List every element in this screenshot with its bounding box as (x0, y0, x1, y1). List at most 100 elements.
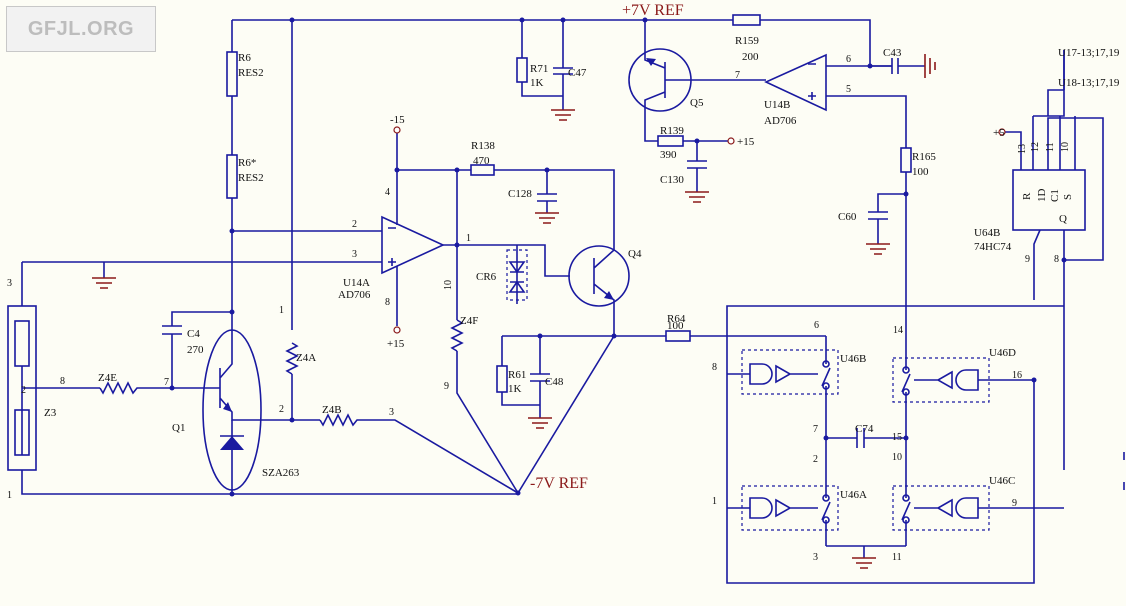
watermark-logo: GFJL.ORG (6, 6, 156, 52)
pos5-label: +5 (993, 127, 1005, 139)
r138-ref: R138 (471, 140, 495, 152)
ground-u46 (852, 557, 876, 569)
resistor-r139 (657, 135, 684, 147)
r139-ref: R139 (660, 125, 684, 137)
ff-pin10: 10 (1060, 142, 1071, 152)
capacitor-c74 (856, 428, 865, 448)
pos15-a-label: +15 (387, 338, 405, 350)
z3-pin2: 2 (21, 385, 26, 396)
u14a-pin10: 10 (443, 280, 454, 290)
resistor-r6-star (226, 154, 238, 199)
u14b-pin7: 7 (735, 70, 740, 81)
z3-pin3: 3 (7, 278, 12, 289)
r139-val: 390 (660, 149, 677, 161)
ff-pin-c1: C1 (1049, 189, 1061, 202)
u46-pin16: 16 (1012, 370, 1022, 381)
supply-pin-neg15 (393, 126, 401, 134)
r61-ref: R61 (508, 369, 526, 381)
z4b-pin3: 3 (389, 407, 394, 418)
pos-ref-label: +7V REF (622, 2, 684, 19)
q1-pin7: 7 (164, 377, 169, 388)
u46-pin14: 14 (893, 325, 903, 336)
r159-ref: R159 (735, 35, 759, 47)
ff-pin11: 11 (1045, 142, 1056, 152)
ground-c43 (924, 54, 936, 78)
transistor-q4 (568, 240, 630, 336)
c4-ref: C4 (187, 328, 200, 340)
r6s-ref: R6* (238, 157, 256, 169)
resistor-r159 (732, 14, 761, 26)
switch-u46a (727, 485, 839, 546)
capacitor-c128 (537, 193, 557, 213)
u14a-pin1: 1 (466, 233, 471, 244)
ground-c47 (551, 109, 575, 121)
q5-ref: Q5 (690, 97, 704, 109)
z4a-pin2: 2 (279, 404, 284, 415)
u46-pin2: 2 (813, 454, 818, 465)
ground-c60 (866, 243, 890, 255)
q4-ref: Q4 (628, 248, 642, 260)
ground-c128 (535, 212, 559, 224)
r159-val: 200 (742, 51, 759, 63)
sza263-ref: SZA263 (262, 467, 300, 479)
supply-pin-pos15-a (393, 326, 401, 334)
capacitor-c4 (162, 325, 182, 335)
ground-z3 (92, 277, 116, 289)
resistor-z4a (285, 342, 299, 375)
c130-ref: C130 (660, 174, 684, 186)
u46-pin10: 10 (892, 452, 902, 463)
ff-pin13: 13 (1017, 144, 1028, 154)
capacitor-c60 (868, 211, 888, 220)
u14a-val: AD706 (338, 289, 371, 301)
resistor-z4b (319, 413, 365, 427)
u46-pin6: 6 (814, 320, 819, 331)
u14a-pin8: 8 (385, 297, 390, 308)
supply-pin-pos5 (998, 128, 1006, 136)
u46-pin3: 3 (813, 552, 818, 563)
ff-pin12: 12 (1030, 142, 1041, 152)
r138-val: 470 (473, 155, 490, 167)
c128-ref: C128 (508, 188, 532, 200)
ff-pin9: 9 (1025, 254, 1030, 265)
r71-val: 1K (530, 77, 544, 89)
ff-pin-1d: 1D (1036, 189, 1048, 203)
z4b-ref: Z4B (322, 404, 342, 416)
r165-ref: R165 (912, 151, 936, 163)
u14b-pin6: 6 (846, 54, 851, 65)
z4a-pin1: 1 (279, 305, 284, 316)
z4a-ref: Z4A (296, 352, 316, 364)
u14a-pin2: 2 (352, 219, 357, 230)
zener-sza263 (220, 420, 244, 494)
neg15-label: -15 (390, 114, 405, 126)
opamp-u14b (764, 53, 907, 148)
u14b-val: AD706 (764, 115, 797, 127)
capacitor-c130 (687, 160, 707, 169)
c43-ref: C43 (883, 47, 902, 59)
c4-val: 270 (187, 344, 204, 356)
u46c-ref: U46C (989, 475, 1015, 487)
q1-ref: Q1 (172, 422, 185, 434)
r64-ref: R64 (667, 313, 686, 325)
switch-u46c (892, 485, 1064, 546)
u14a-ref: U14A (343, 277, 370, 289)
resistor-z4e (99, 381, 140, 395)
resistor-r71 (516, 57, 528, 83)
opamp-u14a (22, 133, 615, 326)
z3-ref: Z3 (44, 407, 57, 419)
resistor-r138 (470, 164, 495, 176)
ground-c48 (528, 417, 552, 429)
capacitor-c47 (553, 67, 573, 75)
ff-pin-r: R (1021, 192, 1033, 200)
u46d-ref: U46D (989, 347, 1016, 359)
r6-val: RES2 (238, 67, 264, 79)
capacitor-c43 (891, 58, 925, 74)
pos-ref-rail (231, 17, 871, 330)
r6-ref: R6 (238, 52, 251, 64)
supply-pin-pos15-b (727, 137, 735, 145)
u17-ref: U17-13;17,19 (1058, 47, 1120, 59)
ff-pin-q: Q (1059, 213, 1067, 225)
z4e-pin8: 8 (60, 376, 65, 387)
u46-pin11: 11 (892, 552, 902, 563)
pos15-b-label: +15 (737, 136, 755, 148)
